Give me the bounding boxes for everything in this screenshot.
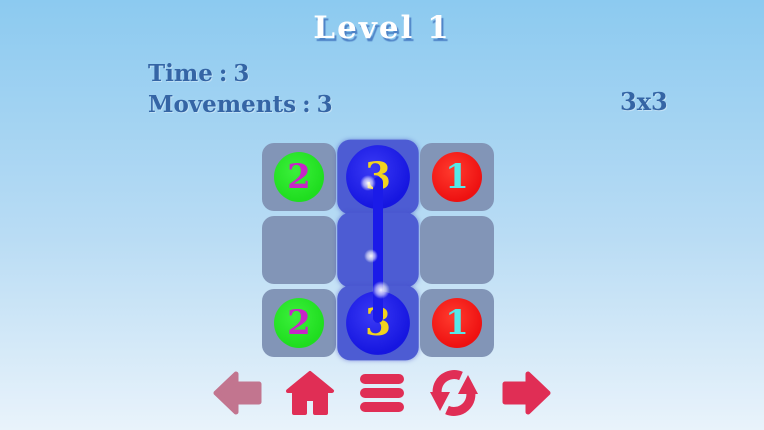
dot-number: 1 (445, 157, 469, 197)
next-button[interactable] (501, 368, 551, 418)
refresh-icon (429, 370, 479, 416)
arrow-left-icon (213, 370, 263, 416)
path-line-blue (373, 177, 383, 323)
arrow-right-icon (501, 370, 551, 416)
movements-label: Movements (148, 91, 297, 118)
level-title: Level 1 (313, 10, 451, 46)
home-icon (285, 370, 335, 416)
grid-cell-r0c2[interactable]: 1 (420, 143, 494, 211)
time-display: Time:3 (148, 58, 333, 89)
dot-number: 1 (445, 303, 469, 343)
menu-icon (357, 370, 407, 416)
green-dot[interactable]: 2 (274, 298, 324, 348)
toolbar (0, 368, 764, 418)
board-size-label: 3x3 (620, 87, 668, 116)
puzzle-board: 231231 (262, 139, 494, 361)
red-dot[interactable]: 1 (432, 298, 482, 348)
movements-value: 3 (316, 91, 333, 118)
time-value: 3 (233, 60, 250, 87)
grid-cell-r2c2[interactable]: 1 (420, 289, 494, 357)
movements-separator: : (302, 91, 311, 118)
levels-menu-button[interactable] (357, 368, 407, 418)
grid-cell-r2c0[interactable]: 2 (262, 289, 336, 357)
movements-display: Movements:3 (148, 89, 333, 120)
time-separator: : (218, 60, 228, 87)
red-dot[interactable]: 1 (432, 152, 482, 202)
grid-cell-r1c0[interactable] (262, 216, 336, 284)
green-dot[interactable]: 2 (274, 152, 324, 202)
grid-cell-r0c0[interactable]: 2 (262, 143, 336, 211)
hud-panel: Time:3 Movements:3 (148, 58, 333, 120)
back-button[interactable] (213, 368, 263, 418)
time-label: Time (148, 60, 213, 87)
dot-number: 2 (287, 303, 311, 343)
dot-number: 2 (287, 157, 311, 197)
restart-button[interactable] (429, 368, 479, 418)
grid-cell-r1c2[interactable] (420, 216, 494, 284)
home-button[interactable] (285, 368, 335, 418)
